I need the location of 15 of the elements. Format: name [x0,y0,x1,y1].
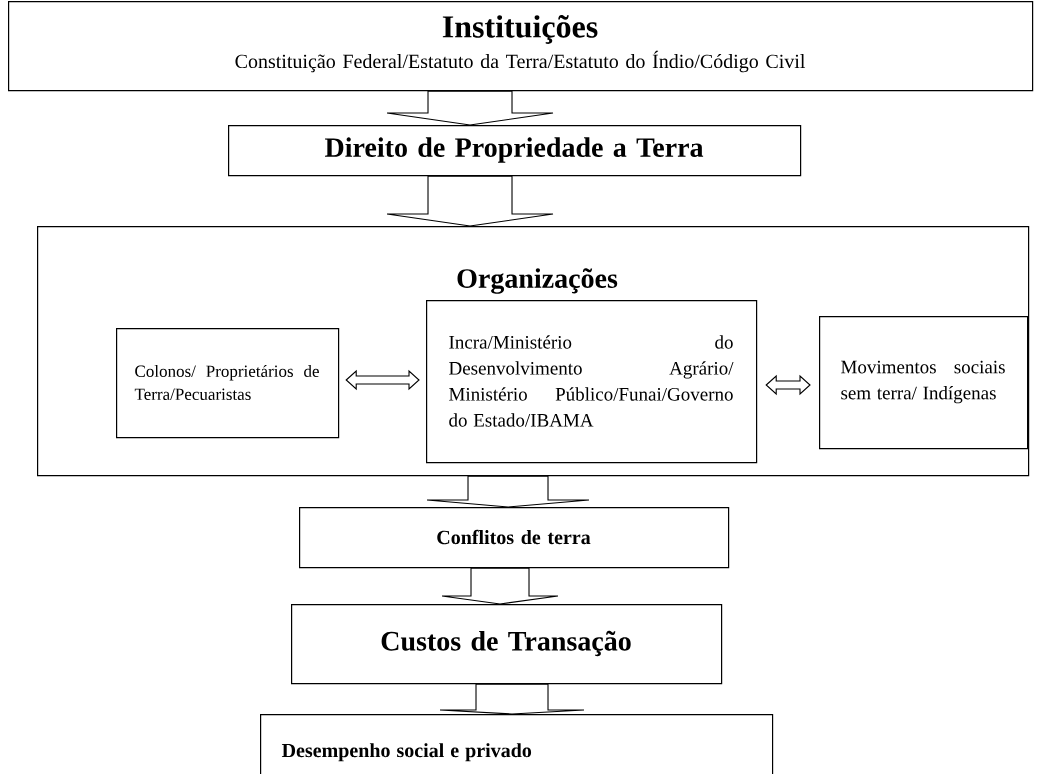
block-arrow [441,567,559,605]
text-box: Instituições Constituição Federal/Estatuto da Terra/Estatuto do Índio/Código Civil [8,1,1034,92]
text-box: Incra/Ministério do Desenvolvimento Agrário/ Ministério Público/Funai/Governo do Estado/IBAMA [426,300,758,464]
text-box: Conflitos de terra [299,507,730,569]
block-arrow [386,90,554,126]
block-arrow [765,374,811,396]
block-arrow [426,475,590,508]
text-box: Custos de Transação [291,604,723,685]
text-box: Desempenho social e privado [260,714,774,774]
text-box: Movimentos sociais sem terra/ Indígenas [819,316,1029,450]
block-arrow [386,175,554,227]
block-arrow [345,369,420,391]
text-box: Direito de Propriedade a Terra [228,125,802,177]
text-box: Colonos/ Proprietários de Terra/Pecuaristas [116,328,340,439]
block-arrow [439,683,585,715]
